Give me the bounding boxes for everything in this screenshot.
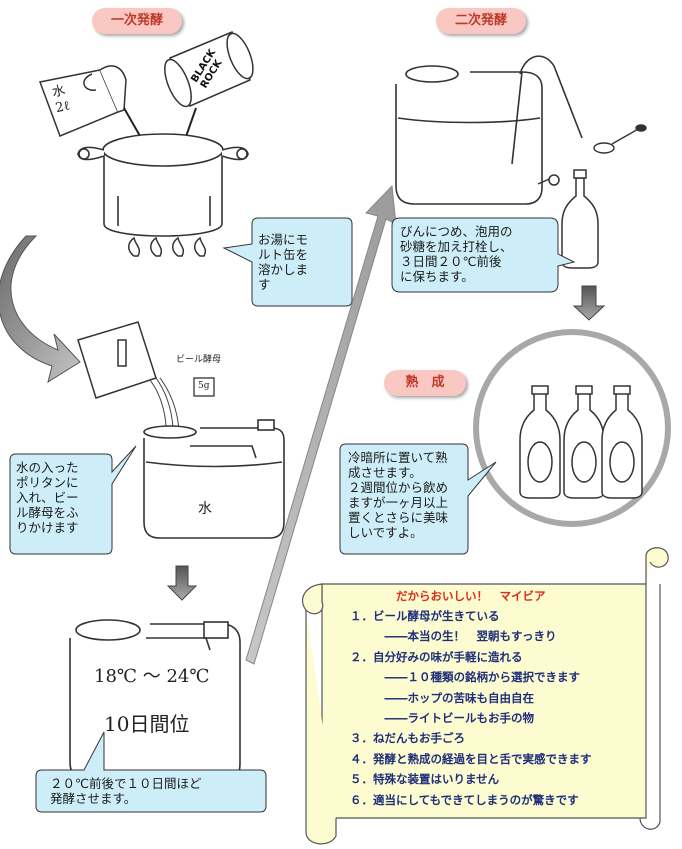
tank-water-text: 水 <box>198 501 212 517</box>
scroll-title: だからおいしい！ マイビア <box>396 589 546 603</box>
temperature-text: 18℃ ～ 24℃ <box>94 666 210 687</box>
label-secondary-fermentation: 二次発酵 <box>436 8 526 34</box>
down-arrow-2 <box>572 285 606 321</box>
down-arrow-1 <box>166 565 198 601</box>
bubble-bottle-shape <box>391 217 576 293</box>
benefit-item: ――本当の生！ 翌朝もすっきり <box>350 629 557 644</box>
benefit-item: ４．発酵と熟成の経過を目と舌で実感できます <box>350 751 592 766</box>
benefit-item: ――ライトビールもお手の物 <box>350 711 534 726</box>
bottles-illustration <box>519 385 643 499</box>
pot-illustration <box>77 133 249 237</box>
tank-illustration <box>143 419 285 539</box>
benefit-item: １．ビール酵母が生きている <box>350 609 500 623</box>
bubble-yeast-shape <box>9 445 137 555</box>
yeast-small-text: 5g <box>198 381 210 391</box>
curved-arrow-left <box>0 235 81 384</box>
yeast-pack-text: ビール酵母 <box>176 355 222 365</box>
secondary-tank-illustration <box>395 55 583 205</box>
bubble-dissolve-shape <box>222 217 353 307</box>
label-primary-fermentation: 一次発酵 <box>92 8 182 34</box>
pitcher-illustration <box>38 65 127 137</box>
label-maturation: 熟 成 <box>384 370 466 396</box>
benefit-item: ６．適当にしてもできてしまうのが驚きです <box>350 792 579 807</box>
diagonal-arrow <box>245 184 397 665</box>
benefit-list: １．ビール酵母が生きている ――本当の生！ 翌朝もすっきり ２．自分好みの味が手… <box>350 606 650 810</box>
bubble-bottle-text: びんにつめ、泡用の 砂糖を加え打栓し、 ３日間２０℃前後 に保ちます。 <box>400 224 513 284</box>
water-pitcher-illustration <box>77 321 157 399</box>
duration-text: 10日間位 <box>104 712 190 736</box>
benefit-item: ――ホップの苦味も自由自在 <box>350 690 534 705</box>
benefit-item: ３．ねだんもお手ごろ <box>350 731 465 746</box>
scroll-illustration <box>301 547 669 845</box>
bubble-yeast-text: 水の入った ポリタンに 入れ、ビー ル酵母をふ りかけます <box>16 460 79 535</box>
yeast-pack-illustration <box>193 377 215 397</box>
flame-icons <box>128 236 207 257</box>
bubble-mature-text: 冷暗所に置いて熟 成させます。 ２週間位から飲め ますが一ヶ月以上 置くとさらに… <box>348 450 449 540</box>
bubble-mature-shape <box>339 443 497 555</box>
bubble-dissolve-text: お湯にモ ルト缶を 溶かしま す <box>258 232 309 292</box>
spoon-illustration <box>593 124 647 154</box>
benefit-item: ――１０種類の銘柄から選択できます <box>350 670 580 685</box>
bottle-illustration <box>537 169 599 269</box>
benefit-item: ２．自分好みの味が手軽に造れる <box>350 649 523 664</box>
benefit-item: ５．特殊な装置はいりません <box>350 772 500 787</box>
malt-can-illustration <box>164 31 254 108</box>
bubble-ferment-text: ２０℃前後で１０日間ほど 発酵させます。 <box>50 776 202 806</box>
bubble-ferment-shape <box>35 731 267 813</box>
